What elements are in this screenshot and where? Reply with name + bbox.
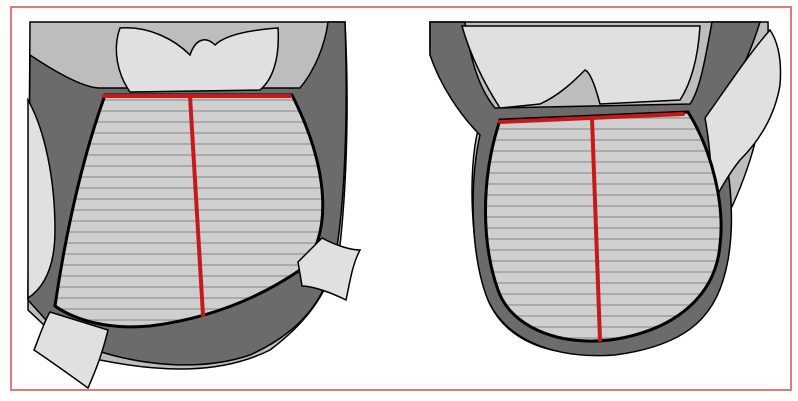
left-ventricle-diagram bbox=[28, 22, 360, 388]
right-chamber bbox=[486, 112, 722, 341]
right-ventricle-diagram bbox=[430, 22, 781, 356]
